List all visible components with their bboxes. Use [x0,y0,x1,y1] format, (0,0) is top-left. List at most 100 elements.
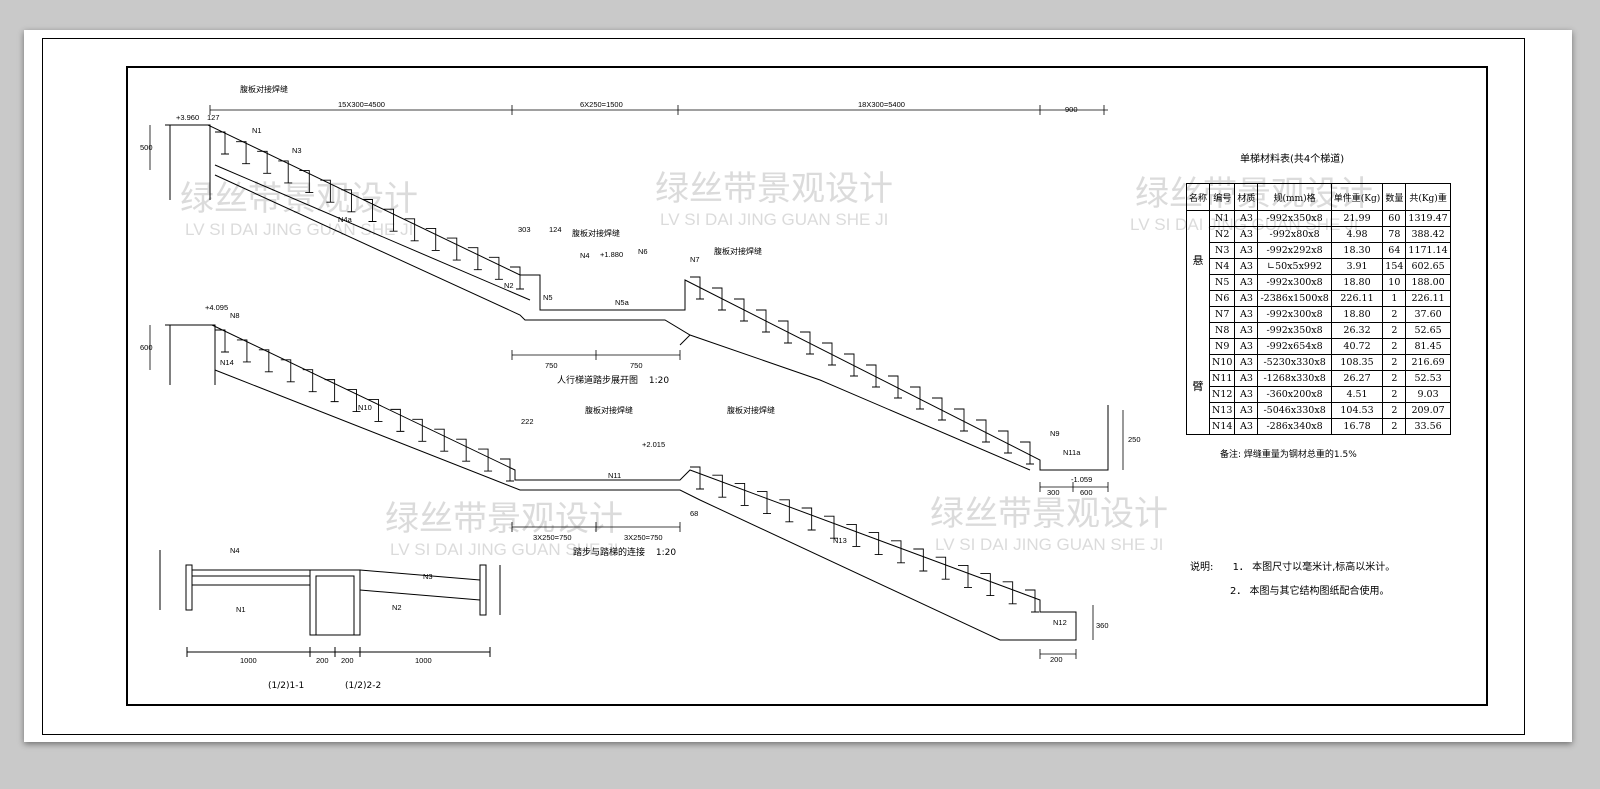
bom-cell: A3 [1234,354,1259,371]
bom-cell: 2 [1382,306,1407,323]
step-profile [236,141,251,165]
step-profile [341,189,356,213]
step-profile [998,430,1012,454]
part-label-n5a: N5a [615,298,630,307]
bom-title: 单梯材料表(共4个梯道) [1240,154,1345,165]
bom-cell: N14 [1209,418,1236,435]
watermark-cn: 绿丝带景观设计 [930,494,1168,534]
step-profile [779,499,794,523]
dim-300: 300 [1047,488,1060,497]
bom-cell: N5 [1209,274,1236,291]
bom-cell: 226.11 [1330,290,1384,307]
bom-cell: 2 [1382,338,1407,355]
step-profile [690,466,704,490]
bom-header-cell: 名称 [1185,183,1211,211]
steps-lower-b [690,466,1039,613]
bom-cell: 52.53 [1405,370,1451,387]
step-profile [215,329,229,353]
step-profile [302,369,317,393]
step-profile [935,556,950,580]
part-label-n13: N13 [833,536,847,545]
bom-cell: 1171.14 [1405,242,1451,259]
bom-header-row: 名称编号材质规(mm)格单件重(Kg)数量共(Kg)重 [1185,183,1451,211]
bom-cell: 60 [1382,210,1407,227]
step-profile [801,507,816,531]
step-profile [500,458,514,482]
dim-600: 600 [1080,488,1093,497]
dim-1000b: 1000 [415,656,432,665]
step-profile [510,266,524,290]
bom-cell: -992x300x8 [1257,306,1332,323]
caption-section-1-1: (1/2)1-1 [268,681,305,691]
part-label-n1-section: N1 [236,605,246,614]
dim-200b: 200 [341,656,354,665]
dim-5400: 18X300=5400 [858,100,905,109]
bom-cell: 2 [1382,354,1407,371]
step-profile [383,208,398,232]
bom-cell: A3 [1234,418,1259,435]
bom-header-cell: 规(mm)格 [1257,183,1332,211]
bom-cell: -992x292x8 [1257,242,1332,259]
dim-1500: 6X250=1500 [580,100,623,109]
weld-note-2: 腹板对接焊缝 [572,228,620,238]
bom-cell: N9 [1209,338,1236,355]
bom-header-cell: 编号 [1209,183,1236,211]
step-profile [257,150,272,174]
caption-step-connection: 踏步与踏梯的连接 1:20 [573,545,676,558]
drawing-frame [126,66,1488,706]
weld-note-4: 腹板对接焊缝 [585,405,633,415]
step-profile [478,448,493,472]
bom-cell: N12 [1209,386,1236,403]
bom-header-cell: 单件重(Kg) [1330,183,1384,211]
bom-cell: 18.80 [1330,306,1384,323]
part-label-n8: N8 [230,311,240,320]
step-profile [891,540,905,564]
bom-cell: 2 [1382,402,1407,419]
part-label-n10: N10 [358,403,372,412]
dim-4500: 15X300=4500 [338,100,385,109]
bom-cell: N3 [1209,242,1236,259]
bom-cell: -992x300x8 [1257,274,1332,291]
bom-cell: 4.51 [1330,386,1384,403]
bom-cell: A3 [1234,290,1259,307]
watermark-en: LV SI DAI JING GUAN SHE JI [660,210,888,229]
steps-upper-a [215,131,524,290]
step-profile [215,131,229,155]
bom-cell: -2386x1500x8 [1257,290,1332,307]
bom-cell: 108.35 [1330,354,1384,371]
bom-cell: 10 [1382,274,1407,291]
notes-row-1: 说明: 1． 本图尺寸以毫米计,标高以米计。 [1190,556,1395,580]
bom-cell: 216.69 [1405,354,1451,371]
bom-cell: 2 [1382,322,1407,339]
bom-cell: 21.99 [1330,210,1384,227]
landing-dims [149,125,1124,659]
bom-cell: 64 [1382,242,1407,259]
step-profile [846,523,861,547]
part-label-n4a: N4a [338,215,353,224]
part-label-n5: N5 [543,293,553,302]
part-label-n6: N6 [638,247,648,256]
lower-flight [165,324,1077,641]
watermark-cn: 绿丝带景观设计 [655,169,893,209]
dim-222: 222 [521,417,534,426]
bom-cell: 81.45 [1405,338,1451,355]
step-profile [932,397,946,421]
upper-flight [165,124,1109,471]
step-profile [980,573,995,597]
part-label-n1: N1 [252,126,262,135]
dim-750a: 750 [545,361,558,370]
part-label-n3: N3 [292,146,302,155]
bom-note: 备注: 焊缝重量为钢材总重的1.5% [1220,450,1357,460]
bom-cell: -992x350x8 [1257,210,1332,227]
step-profile [868,532,883,556]
step-profile [1020,441,1034,465]
step-profile [488,256,503,280]
step-profile [976,419,990,443]
part-label-n4-section: N4 [230,546,240,555]
bom-cell: 2 [1382,418,1407,435]
